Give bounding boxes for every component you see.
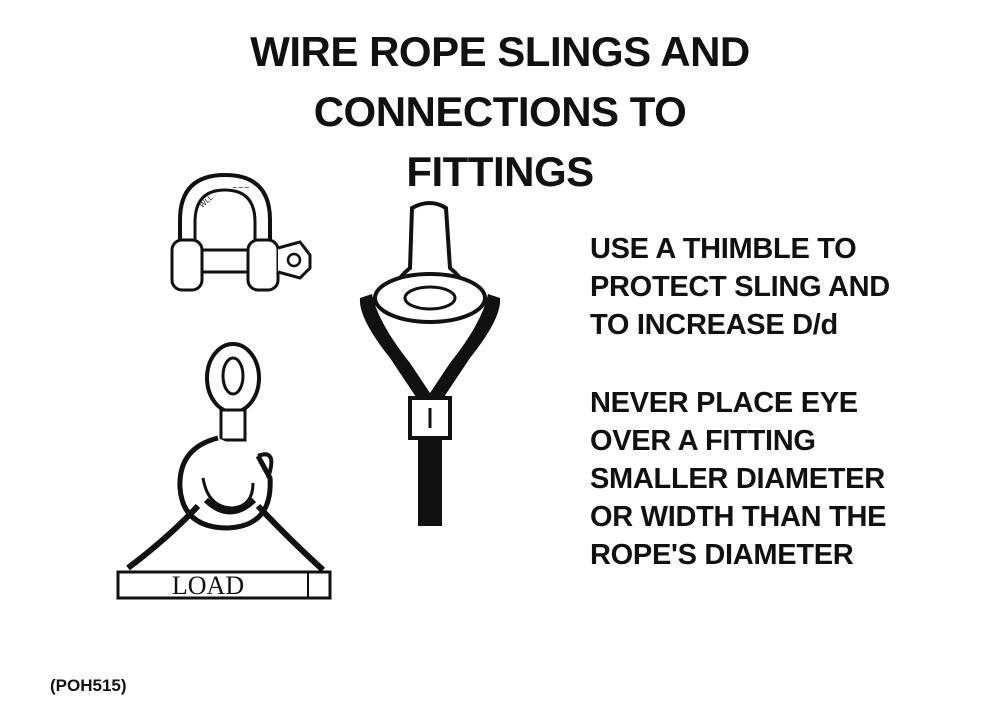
instruction-line: OR WIDTH THAN THE [590,501,887,533]
instruction-line: OVER A FITTING [590,425,816,457]
title-line-3: FITTINGS [406,148,594,195]
instruction-line: PROTECT SLING AND [590,271,890,303]
shackle-icon: WLL ~~~ [170,172,312,292]
title-line-1: WIRE ROPE SLINGS AND [250,28,750,75]
svg-text:WLL: WLL [198,194,214,210]
svg-text:~~~: ~~~ [232,184,250,192]
instruction-block-thimble: USE A THIMBLE TO PROTECT SLING AND TO IN… [590,230,990,344]
instruction-line: NEVER PLACE EYE [590,387,858,419]
hook-icon: LOAD [116,342,332,600]
instruction-line: SMALLER DIAMETER [590,463,885,495]
load-label: LOAD [172,571,244,600]
instruction-line: ROPE'S DIAMETER [590,539,854,571]
title-line-2: CONNECTIONS TO [313,88,687,135]
instruction-block-eye: NEVER PLACE EYE OVER A FITTING SMALLER D… [590,384,990,574]
page-title: WIRE ROPE SLINGS AND CONNECTIONS TO FITT… [150,22,850,202]
thimble-eye-icon [359,201,501,526]
figure-code: (POH515) [50,676,127,695]
instruction-line: USE A THIMBLE TO [590,233,857,265]
instructions: USE A THIMBLE TO PROTECT SLING AND TO IN… [590,230,990,614]
instruction-line: TO INCREASE D/d [590,309,838,341]
